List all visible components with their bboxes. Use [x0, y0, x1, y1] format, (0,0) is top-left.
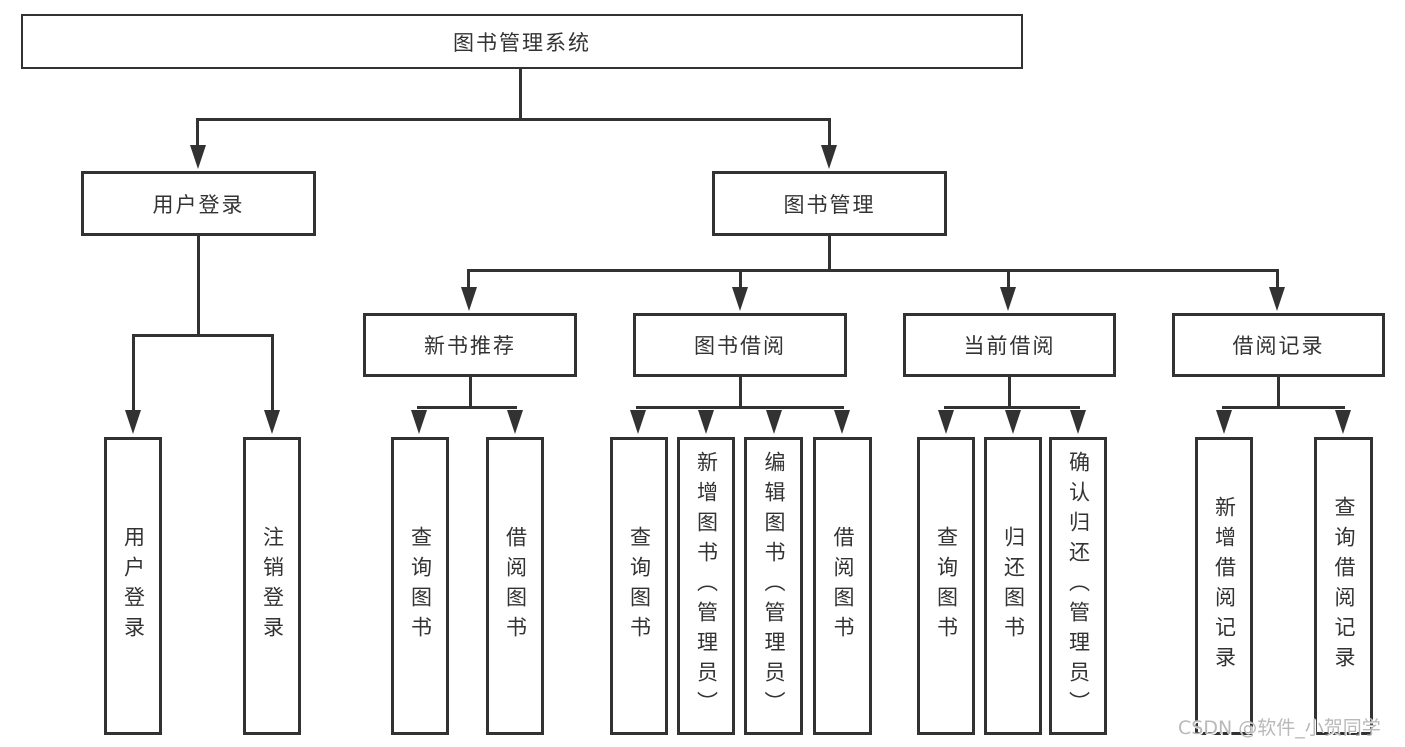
connector-level1-bus — [196, 118, 831, 121]
arrow-down-icon — [630, 410, 646, 434]
leaf-query-books-current: 查询图书 — [917, 437, 975, 735]
connector-current-bus — [944, 406, 1080, 409]
arrow-down-icon — [1005, 410, 1021, 434]
connector-current-stem — [1008, 377, 1011, 409]
leaf-confirm-return-admin: 确认归还（管理员） — [1049, 437, 1107, 735]
connector-new-book-drop — [467, 269, 470, 289]
connector-user-login-stem — [197, 236, 200, 337]
leaf-query-books-borrowing: 查询图书 — [610, 437, 668, 735]
arrow-down-icon — [264, 410, 280, 434]
leaf-logout: 注销登录 — [243, 437, 301, 735]
arrow-down-icon — [1216, 410, 1232, 434]
leaf-query-borrow-record: 查询借阅记录 — [1314, 437, 1373, 735]
arrow-down-icon — [938, 410, 954, 434]
arrow-down-icon — [190, 145, 206, 169]
leaf-return-books: 归还图书 — [984, 437, 1042, 735]
leaf-user-login: 用户登录 — [104, 437, 162, 735]
node-book-borrowing: 图书借阅 — [633, 313, 847, 377]
arrow-down-icon — [821, 145, 837, 169]
arrow-down-icon — [1269, 287, 1285, 311]
connector-records-drop — [1276, 269, 1279, 289]
connector-records-bus — [1222, 406, 1345, 409]
connector-book-mgmt-stem — [828, 236, 831, 271]
arrow-down-icon — [125, 410, 141, 434]
connector-user-login-drop — [196, 118, 199, 147]
leaf-edit-books-admin: 编辑图书（管理员） — [744, 437, 803, 735]
arrow-down-icon — [507, 410, 523, 434]
node-new-book-recommend: 新书推荐 — [363, 313, 577, 377]
arrow-down-icon — [411, 410, 427, 434]
arrow-down-icon — [461, 287, 477, 311]
connector-new-book-stem — [469, 377, 472, 409]
connector-book-mgmt-drop — [828, 118, 831, 147]
node-root-library-system: 图书管理系统 — [21, 14, 1023, 69]
connector-root-stem — [519, 69, 522, 120]
connector-current-drop — [1007, 269, 1010, 289]
connector-leaf-drop — [132, 334, 135, 410]
leaf-borrow-books-borrowing: 借阅图书 — [813, 437, 872, 735]
leaf-borrow-books-recommend: 借阅图书 — [486, 437, 544, 735]
leaf-add-books-admin: 新增图书（管理员） — [677, 437, 735, 735]
arrow-down-icon — [732, 287, 748, 311]
node-borrow-records: 借阅记录 — [1172, 313, 1385, 377]
connector-new-book-bus — [417, 406, 517, 409]
node-user-login: 用户登录 — [81, 171, 316, 236]
arrow-down-icon — [1335, 410, 1351, 434]
arrow-down-icon — [1070, 410, 1086, 434]
arrow-down-icon — [698, 410, 714, 434]
leaf-query-books-recommend: 查询图书 — [391, 437, 449, 735]
csdn-watermark: CSDN @软件_小贺同学 — [1178, 717, 1381, 739]
node-current-borrowing: 当前借阅 — [903, 313, 1116, 377]
connector-leaf-drop — [271, 334, 274, 410]
connector-records-stem — [1277, 377, 1280, 409]
arrow-down-icon — [1000, 287, 1016, 311]
node-book-management: 图书管理 — [712, 171, 947, 236]
connector-level2-bus — [467, 269, 1279, 272]
leaf-add-borrow-record: 新增借阅记录 — [1195, 437, 1253, 735]
arrow-down-icon — [766, 410, 782, 434]
connector-user-login-bus — [132, 334, 274, 337]
connector-borrow-drop — [739, 269, 742, 289]
connector-borrow-stem — [739, 377, 742, 409]
connector-borrow-bus — [636, 406, 844, 409]
arrow-down-icon — [834, 410, 850, 434]
